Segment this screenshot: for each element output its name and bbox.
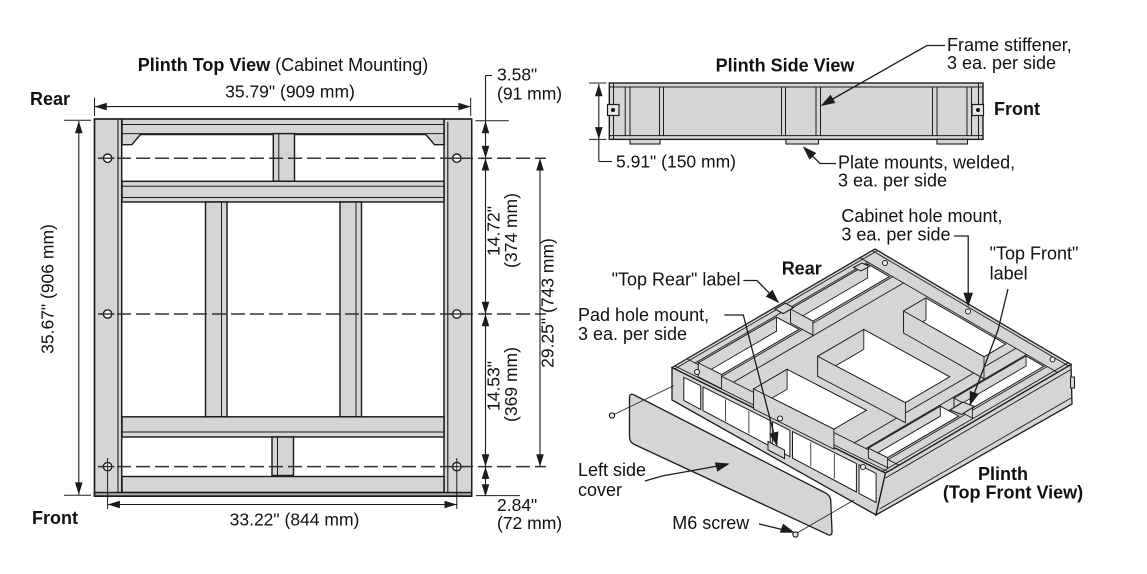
svg-text:"Top Front": "Top Front" <box>990 244 1079 264</box>
svg-text:"Top Rear" label: "Top Rear" label <box>612 270 741 290</box>
svg-text:Rear: Rear <box>30 89 70 109</box>
svg-text:2.84": 2.84" <box>497 495 537 515</box>
svg-text:29.25" (743 mm): 29.25" (743 mm) <box>538 238 558 368</box>
svg-text:Pad hole mount,: Pad hole mount, <box>578 305 709 325</box>
svg-text:(72 mm): (72 mm) <box>497 513 562 533</box>
svg-text:Front: Front <box>994 99 1040 119</box>
svg-text:Frame stiffener,: Frame stiffener, <box>947 35 1072 55</box>
svg-text:Front: Front <box>32 508 78 528</box>
svg-text:35.79" (909 mm): 35.79" (909 mm) <box>225 81 355 101</box>
svg-text:33.22" (844 mm): 33.22" (844 mm) <box>230 510 360 530</box>
svg-text:cover: cover <box>578 480 622 500</box>
svg-text:label: label <box>990 264 1028 284</box>
svg-text:Plinth Top View (Cabinet Mount: Plinth Top View (Cabinet Mounting) <box>138 55 428 75</box>
svg-text:3.58": 3.58" <box>497 65 537 85</box>
svg-text:(91 mm): (91 mm) <box>497 84 562 104</box>
svg-text:14.72": 14.72" <box>484 206 504 256</box>
svg-text:5.91" (150 mm): 5.91" (150 mm) <box>616 152 736 172</box>
svg-text:3 ea. per side: 3 ea. per side <box>838 171 947 191</box>
svg-text:35.67" (906 mm): 35.67" (906 mm) <box>38 224 58 354</box>
svg-text:M6 screw: M6 screw <box>672 513 750 533</box>
svg-text:14.53": 14.53" <box>484 361 504 411</box>
svg-text:Plate mounts, welded,: Plate mounts, welded, <box>838 153 1015 173</box>
svg-text:(Top Front View): (Top Front View) <box>943 483 1083 503</box>
svg-text:3 ea. per side: 3 ea. per side <box>578 324 687 344</box>
svg-text:Cabinet hole mount,: Cabinet hole mount, <box>841 206 1002 226</box>
svg-text:Rear: Rear <box>782 259 822 279</box>
svg-text:3 ea. per side: 3 ea. per side <box>947 53 1056 73</box>
svg-text:Left side: Left side <box>578 460 646 480</box>
svg-text:(369 mm): (369 mm) <box>501 347 521 422</box>
svg-text:Plinth Side View: Plinth Side View <box>716 56 856 76</box>
svg-text:Plinth: Plinth <box>978 464 1028 484</box>
svg-text:3 ea. per side: 3 ea. per side <box>841 225 950 245</box>
svg-text:(374 mm): (374 mm) <box>501 193 521 268</box>
